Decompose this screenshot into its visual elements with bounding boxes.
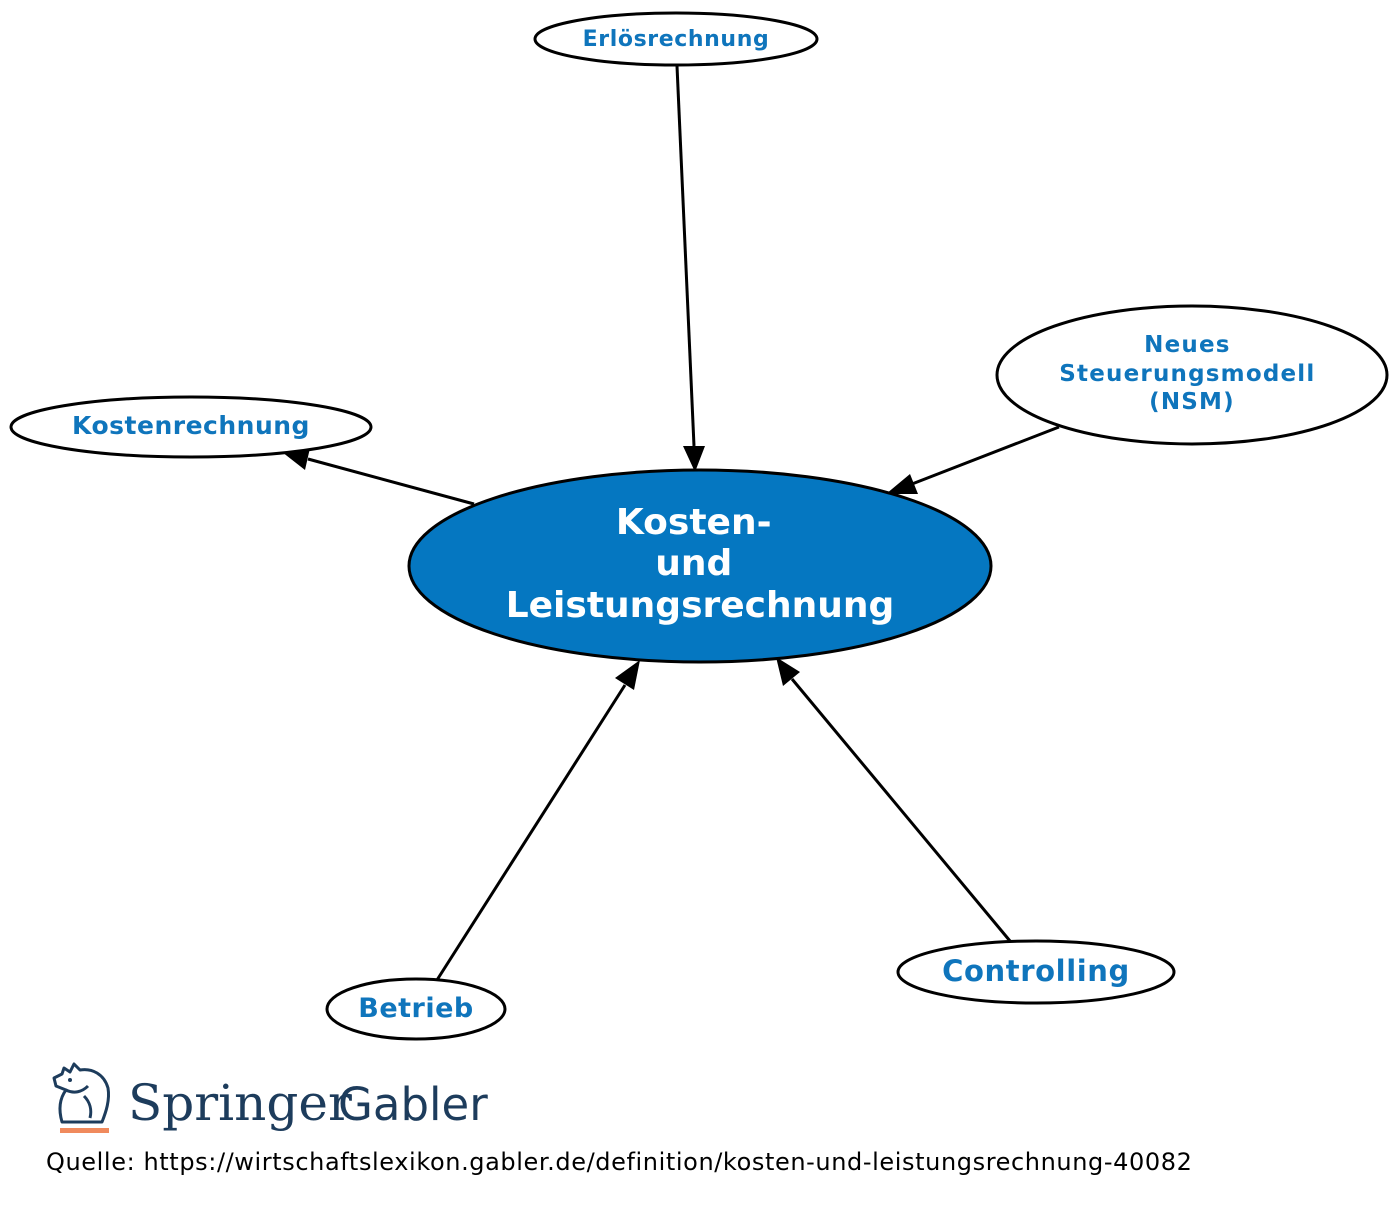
edge-controlling-arrowhead [776,657,800,686]
logo-brand: Springer [128,1074,352,1132]
node-betrieb-label: Betrieb [358,993,474,1024]
edge-center-to-kostenrechnung [307,457,475,506]
edge-betrieb-arrowhead [615,660,640,690]
edge-nsm-arrowhead [886,474,918,494]
center-node: Kosten- und Leistungsrechnung [407,468,993,664]
center-label-line-2: und [655,543,732,584]
edge-nsm-to-center [911,425,1060,486]
svg-text:Kosten- und Leistu: Kosten- und Leistungsrechnung [506,502,895,626]
svg-text:Betrieb: Betrieb [358,993,474,1024]
node-controlling-label: Controlling [942,954,1130,988]
node-kostenrechnung[interactable]: Kostenrechnung [9,395,373,459]
node-controlling[interactable]: Controlling [896,939,1176,1005]
node-kostenrechnung-label: Kostenrechnung [72,411,310,440]
node-nsm-label-line-2: Steuerungsmodell [1059,361,1315,387]
edges [282,65,1060,981]
node-nsm-label-line-1: Neues [1144,332,1231,358]
logo-accent-bar [60,1128,109,1133]
node-nsm-label-line-3: (NSM) [1149,389,1235,415]
node-nsm[interactable]: Neues Steuerungsmodell (NSM) [995,304,1389,446]
springer-gabler-logo: Springer Gabler [52,1062,488,1133]
svg-text:Kostenrechnung: Kostenrechnung [72,411,310,440]
center-label-line-1: Kosten- [616,502,772,543]
source-citation: Quelle: https://wirtschaftslexikon.gable… [46,1148,1193,1176]
springer-knight-icon [52,1062,110,1124]
edge-controlling-to-center [790,678,1012,942]
node-erloesrechnung[interactable]: Erlösrechnung [533,11,819,67]
svg-text:Controlling: Controlling [942,954,1130,988]
node-erloesrechnung-label: Erlösrechnung [583,27,770,52]
svg-text:Neues Steuerungsmodell: Neues Steuerungsmodell (NSM) [1059,332,1324,415]
edge-erloesrechnung-to-center [675,65,696,447]
edge-erloesrechnung-arrowhead [683,446,705,472]
svg-text:Erlösrechnung: Erlösrechnung [583,27,770,52]
edge-betrieb-to-center [435,684,627,981]
center-label-line-3: Leistungsrechnung [506,585,895,626]
node-betrieb[interactable]: Betrieb [325,977,507,1041]
concept-map: Kosten- und Leistungsrechnung Erlösrechn… [9,11,1389,1133]
logo-imprint: Gabler [338,1078,488,1131]
